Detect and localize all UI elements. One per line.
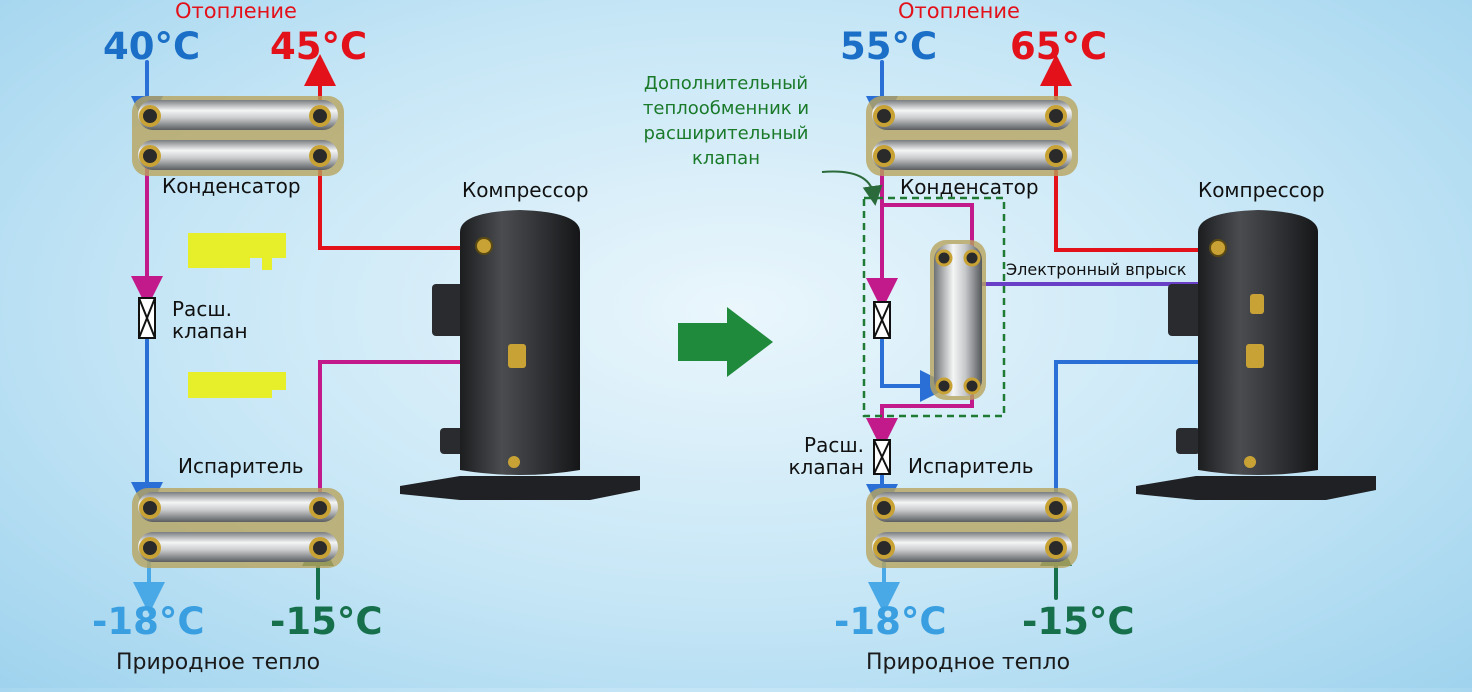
right-inlet-temp: 55°C <box>840 25 938 68</box>
left-heating-label: Отопление <box>175 0 297 23</box>
left-evaporator <box>132 488 344 568</box>
note-line1: Дополнительный <box>643 73 809 94</box>
transition-arrow <box>678 307 773 377</box>
left-suction-pipe <box>318 346 526 507</box>
left-expansion-valve <box>138 297 156 339</box>
left-hot-gas-pipe <box>318 156 472 250</box>
left-outlet-temp: 45°C <box>270 25 368 68</box>
note-line3: расширительный <box>643 123 809 144</box>
left-compressor <box>400 210 640 500</box>
right-evaporator-label: Испаритель <box>908 454 1034 478</box>
right-expansion-valve <box>873 439 891 475</box>
left-yellow-tag-lower <box>188 372 286 398</box>
left-bottom-ambient-temp: -15°C <box>270 600 383 643</box>
left-compressor-label: Компрессор <box>462 178 589 202</box>
left-nature-label: Природное тепло <box>116 650 321 675</box>
left-evaporator-label: Испаритель <box>178 454 304 478</box>
note-line2: теплообменник и <box>642 98 810 119</box>
left-condenser <box>132 96 344 176</box>
left-condenser-label: Конденсатор <box>162 174 301 198</box>
right-liquid-branch <box>882 203 974 254</box>
right-additional-valve <box>873 301 891 339</box>
right-condenser-label: Конденсатор <box>900 175 1039 199</box>
right-evaporator <box>866 488 1078 568</box>
additional-hx-box <box>862 196 1006 418</box>
left-yellow-tag-upper <box>188 233 286 270</box>
right-heating-label: Отопление <box>898 0 1020 23</box>
right-valve-label: Расш. клапан <box>788 434 864 478</box>
additional-heat-exchanger <box>930 240 986 400</box>
right-valve-label-line1: Расш. <box>804 433 864 457</box>
right-hot-gas-pipe <box>1054 156 1212 252</box>
right-bottom-ambient-temp: -15°C <box>1022 600 1135 643</box>
right-outlet-temp: 65°C <box>1010 25 1108 68</box>
left-bottom-cold-temp: -18°C <box>92 600 205 643</box>
note-line4: клапан <box>692 148 760 169</box>
left-pipes <box>131 54 526 614</box>
right-condenser <box>866 96 1078 176</box>
note-pointer-arrow <box>821 170 883 206</box>
left-valve-label-line1: Расш. <box>172 297 232 321</box>
right-bottom-cold-temp: -18°C <box>834 600 947 643</box>
right-compressor <box>1136 210 1376 500</box>
right-bypass-cold <box>880 338 952 402</box>
right-valve-label-line2: клапан <box>788 455 864 479</box>
additional-hx-note: Дополнительный теплообменник и расширите… <box>628 71 824 171</box>
right-compressor-label: Компрессор <box>1198 178 1325 202</box>
left-inlet-temp: 40°C <box>103 25 201 68</box>
right-nature-label: Природное тепло <box>866 650 1071 675</box>
left-valve-label: Расш. клапан <box>172 298 248 342</box>
left-valve-label-line2: клапан <box>172 319 248 343</box>
electronic-injection-label: Электронный впрыск <box>1006 260 1187 279</box>
right-suction-pipe <box>1054 346 1266 507</box>
